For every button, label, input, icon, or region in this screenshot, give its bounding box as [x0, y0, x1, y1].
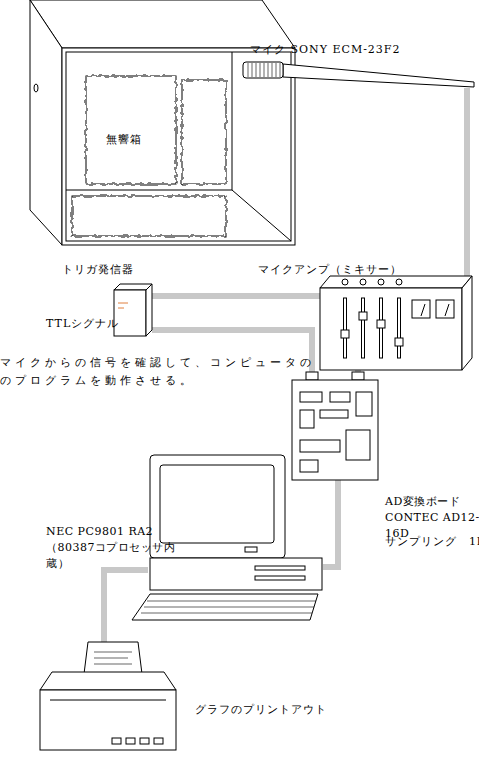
trigger-top	[114, 284, 152, 290]
microphone	[243, 62, 474, 87]
box-left-face	[30, 0, 62, 245]
mixer-knob	[360, 279, 366, 285]
trigger-side	[146, 284, 152, 336]
fader-slot	[380, 298, 383, 358]
mic-grille	[248, 63, 280, 77]
device-node: マイク SONY ECM-23F2	[243, 60, 476, 88]
absorber-panel	[182, 80, 226, 184]
absorber-panel	[86, 76, 176, 184]
printer-button	[126, 738, 135, 744]
board-chip	[346, 430, 370, 460]
signal-cable	[464, 88, 470, 276]
mic-head	[243, 62, 283, 78]
system-unit	[150, 558, 322, 590]
device-node: トリガ発信器TTLシグナル	[114, 284, 152, 336]
signal-cable	[152, 330, 312, 378]
device-label: TTLシグナル	[46, 316, 119, 332]
printer-button	[154, 738, 163, 744]
fader-slot	[362, 298, 365, 358]
mixer	[320, 276, 472, 370]
device-node: NEC PC9801 RA2 （80387コプロセッサ内蔵）	[148, 455, 323, 620]
board-connector	[352, 372, 364, 380]
board-chip	[356, 392, 372, 416]
note-text: マイクからの信号を確認して、コンピュータの のプログラムを動作させる。	[0, 354, 318, 390]
device-label: NEC PC9801 RA2 （80387コプロセッサ内蔵）	[46, 524, 182, 572]
mixer-side	[462, 276, 472, 370]
signal-cable	[355, 370, 361, 378]
device-label: トリガ発信器	[62, 262, 134, 278]
fader-knob	[377, 320, 385, 328]
device-node: AD変換ボード CONTEC AD12-16D	[292, 378, 380, 480]
box-front-face	[62, 48, 295, 245]
box-opening	[66, 52, 291, 241]
board-chip	[300, 440, 340, 452]
board-chip	[300, 392, 322, 402]
fader-knob	[395, 338, 403, 346]
device-label: 無響箱	[106, 132, 142, 148]
printer-top	[40, 672, 176, 690]
device-node: グラフのプリントアウト	[40, 642, 178, 752]
printer-paper	[84, 642, 142, 674]
box-hole	[34, 84, 38, 92]
anechoic-box	[30, 0, 295, 245]
printer-slot	[50, 700, 166, 701]
device-label: マイク SONY ECM-23F2	[250, 42, 401, 58]
key-row	[141, 601, 316, 613]
device-label: マイクアンプ（ミキサー）	[258, 262, 402, 278]
device-label: グラフのプリントアウト	[195, 702, 327, 718]
device-label: AD変換ボード CONTEC AD12-16D	[385, 494, 479, 542]
absorber-panel	[72, 196, 226, 236]
box-inner-edge	[66, 52, 291, 241]
fader-slot	[344, 298, 347, 358]
level-meter	[412, 300, 430, 318]
board-pcb	[292, 380, 378, 480]
board-chip	[330, 392, 350, 402]
computer	[132, 455, 322, 620]
floppy-slot	[255, 576, 305, 580]
mixer-knob	[342, 279, 348, 285]
signal-cable	[104, 570, 148, 642]
fader-knob	[341, 330, 349, 338]
meter-needle	[421, 304, 449, 316]
ad-board	[292, 372, 378, 480]
board-chip	[300, 410, 314, 428]
signal-cable	[323, 480, 338, 567]
board-chip	[320, 410, 348, 418]
board-connector	[306, 372, 318, 380]
signal-cable	[152, 293, 320, 299]
printer-button	[140, 738, 149, 744]
printer	[40, 642, 176, 750]
floppy-slot	[255, 566, 305, 570]
paper-line	[94, 652, 132, 664]
device-node: 無響箱	[30, 0, 295, 245]
trigger-indicator	[118, 303, 128, 308]
absorber-panels	[72, 76, 226, 236]
mixer-top	[320, 276, 472, 288]
box-top-face	[30, 0, 295, 48]
monitor-button	[245, 547, 257, 552]
mic-body	[283, 64, 474, 87]
board-chip	[300, 460, 318, 472]
device-node: マイクアンプ（ミキサー）	[320, 276, 472, 370]
sampling-label: サンプリング 1kHz/10kHz	[385, 534, 479, 550]
printer-button	[112, 738, 121, 744]
mixer-knob	[396, 279, 402, 285]
fader-slot	[398, 298, 401, 358]
mixer-knob	[378, 279, 384, 285]
fader-knob	[359, 312, 367, 320]
keyboard	[132, 594, 318, 620]
level-meter	[436, 300, 454, 318]
monitor-screen	[160, 465, 274, 543]
trigger-generator	[114, 284, 152, 336]
printer-front	[40, 690, 176, 750]
mixer-front	[320, 288, 462, 370]
